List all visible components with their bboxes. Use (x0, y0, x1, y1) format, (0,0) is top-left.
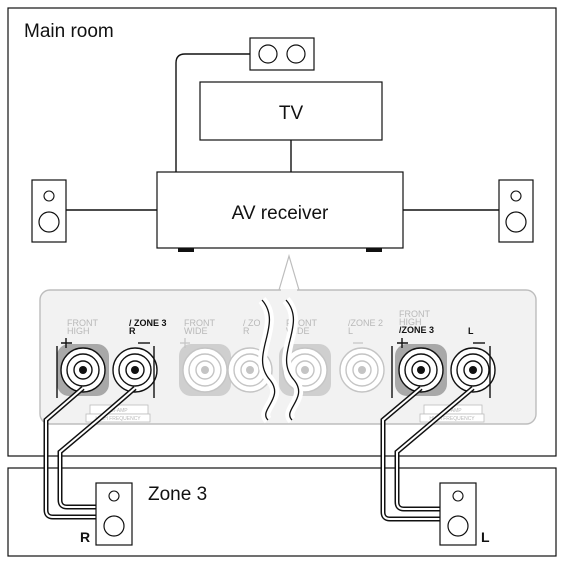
zone3-right-speaker (95, 482, 133, 546)
zone3-left-label: L (481, 529, 490, 545)
polarity-markings (56, 338, 491, 398)
receiver-label: AV receiver (232, 203, 329, 224)
main-room-label: Main room (24, 21, 114, 42)
center-speaker-cable (175, 53, 250, 172)
polarity-markings-faded (180, 338, 363, 348)
svg-text:BI-AMP: BI-AMP (444, 408, 462, 414)
label-l: L (468, 326, 474, 336)
zone3-room-label: Zone 3 (148, 484, 207, 505)
svg-text:BI-AMP: BI-AMP (110, 408, 128, 414)
zone3-left-cable (380, 386, 475, 522)
zoom-callout (278, 253, 300, 291)
front-left-speaker (31, 179, 67, 243)
terminal-front-high-r-plus (57, 344, 109, 396)
terminal-front-high-l-plus (395, 344, 447, 396)
av-receiver: AV receiver (156, 171, 404, 252)
terminal-front-high-r-minus (112, 347, 158, 393)
zone3-left-speaker (439, 482, 477, 546)
svg-text:HIGH FREQUENCY: HIGH FREQUENCY (95, 416, 141, 422)
front-right-speaker (498, 179, 534, 243)
terminal-front-wide-l-minus (339, 347, 385, 393)
tv-box: TV (199, 81, 383, 141)
svg-text:HIGH FREQUENCY: HIGH FREQUENCY (429, 416, 475, 422)
zone3-right-cable (43, 386, 137, 520)
terminal-front-high-l-minus (450, 347, 496, 393)
zone3-right-label: R (80, 529, 90, 545)
terminal-front-wide-r-plus (179, 344, 231, 396)
tv-label: TV (279, 103, 304, 124)
center-speaker (249, 37, 315, 71)
